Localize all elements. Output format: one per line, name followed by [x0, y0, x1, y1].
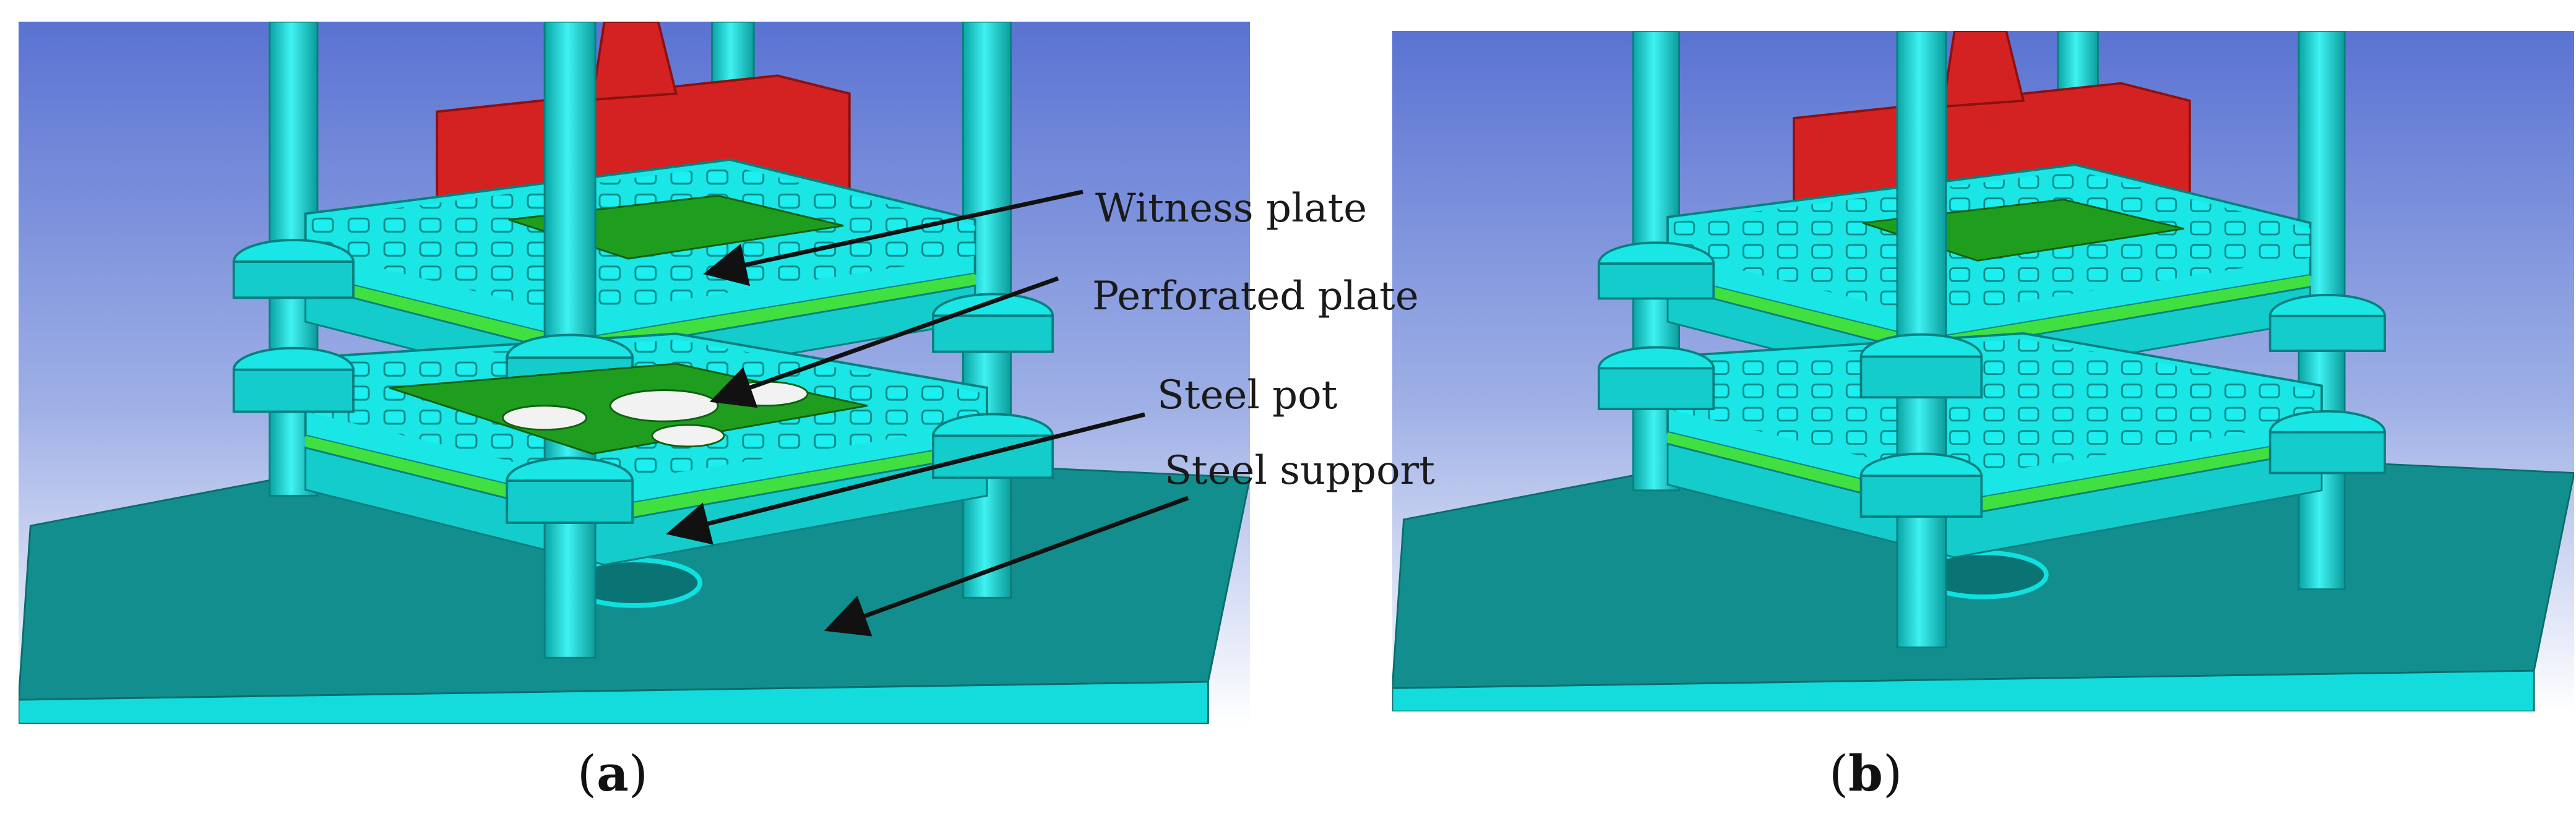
- callout-perforated-plate: Perforated plate: [1092, 273, 1419, 319]
- panel-b: [1392, 31, 2574, 711]
- arrow-steel-pot: [666, 412, 1145, 545]
- arrow-witness-plate: [703, 189, 1083, 286]
- panel-label-a: (a): [577, 744, 648, 802]
- callout-steel-pot: Steel pot: [1157, 372, 1338, 418]
- panel-label-b: (b): [1829, 744, 1902, 802]
- callout-steel-support: Steel support: [1165, 448, 1435, 494]
- callout-witness-plate: Witness plate: [1095, 186, 1367, 231]
- arrow-perforated-plate: [709, 276, 1059, 408]
- panel-a: [19, 22, 1250, 724]
- arrow-steel-support: [824, 496, 1189, 637]
